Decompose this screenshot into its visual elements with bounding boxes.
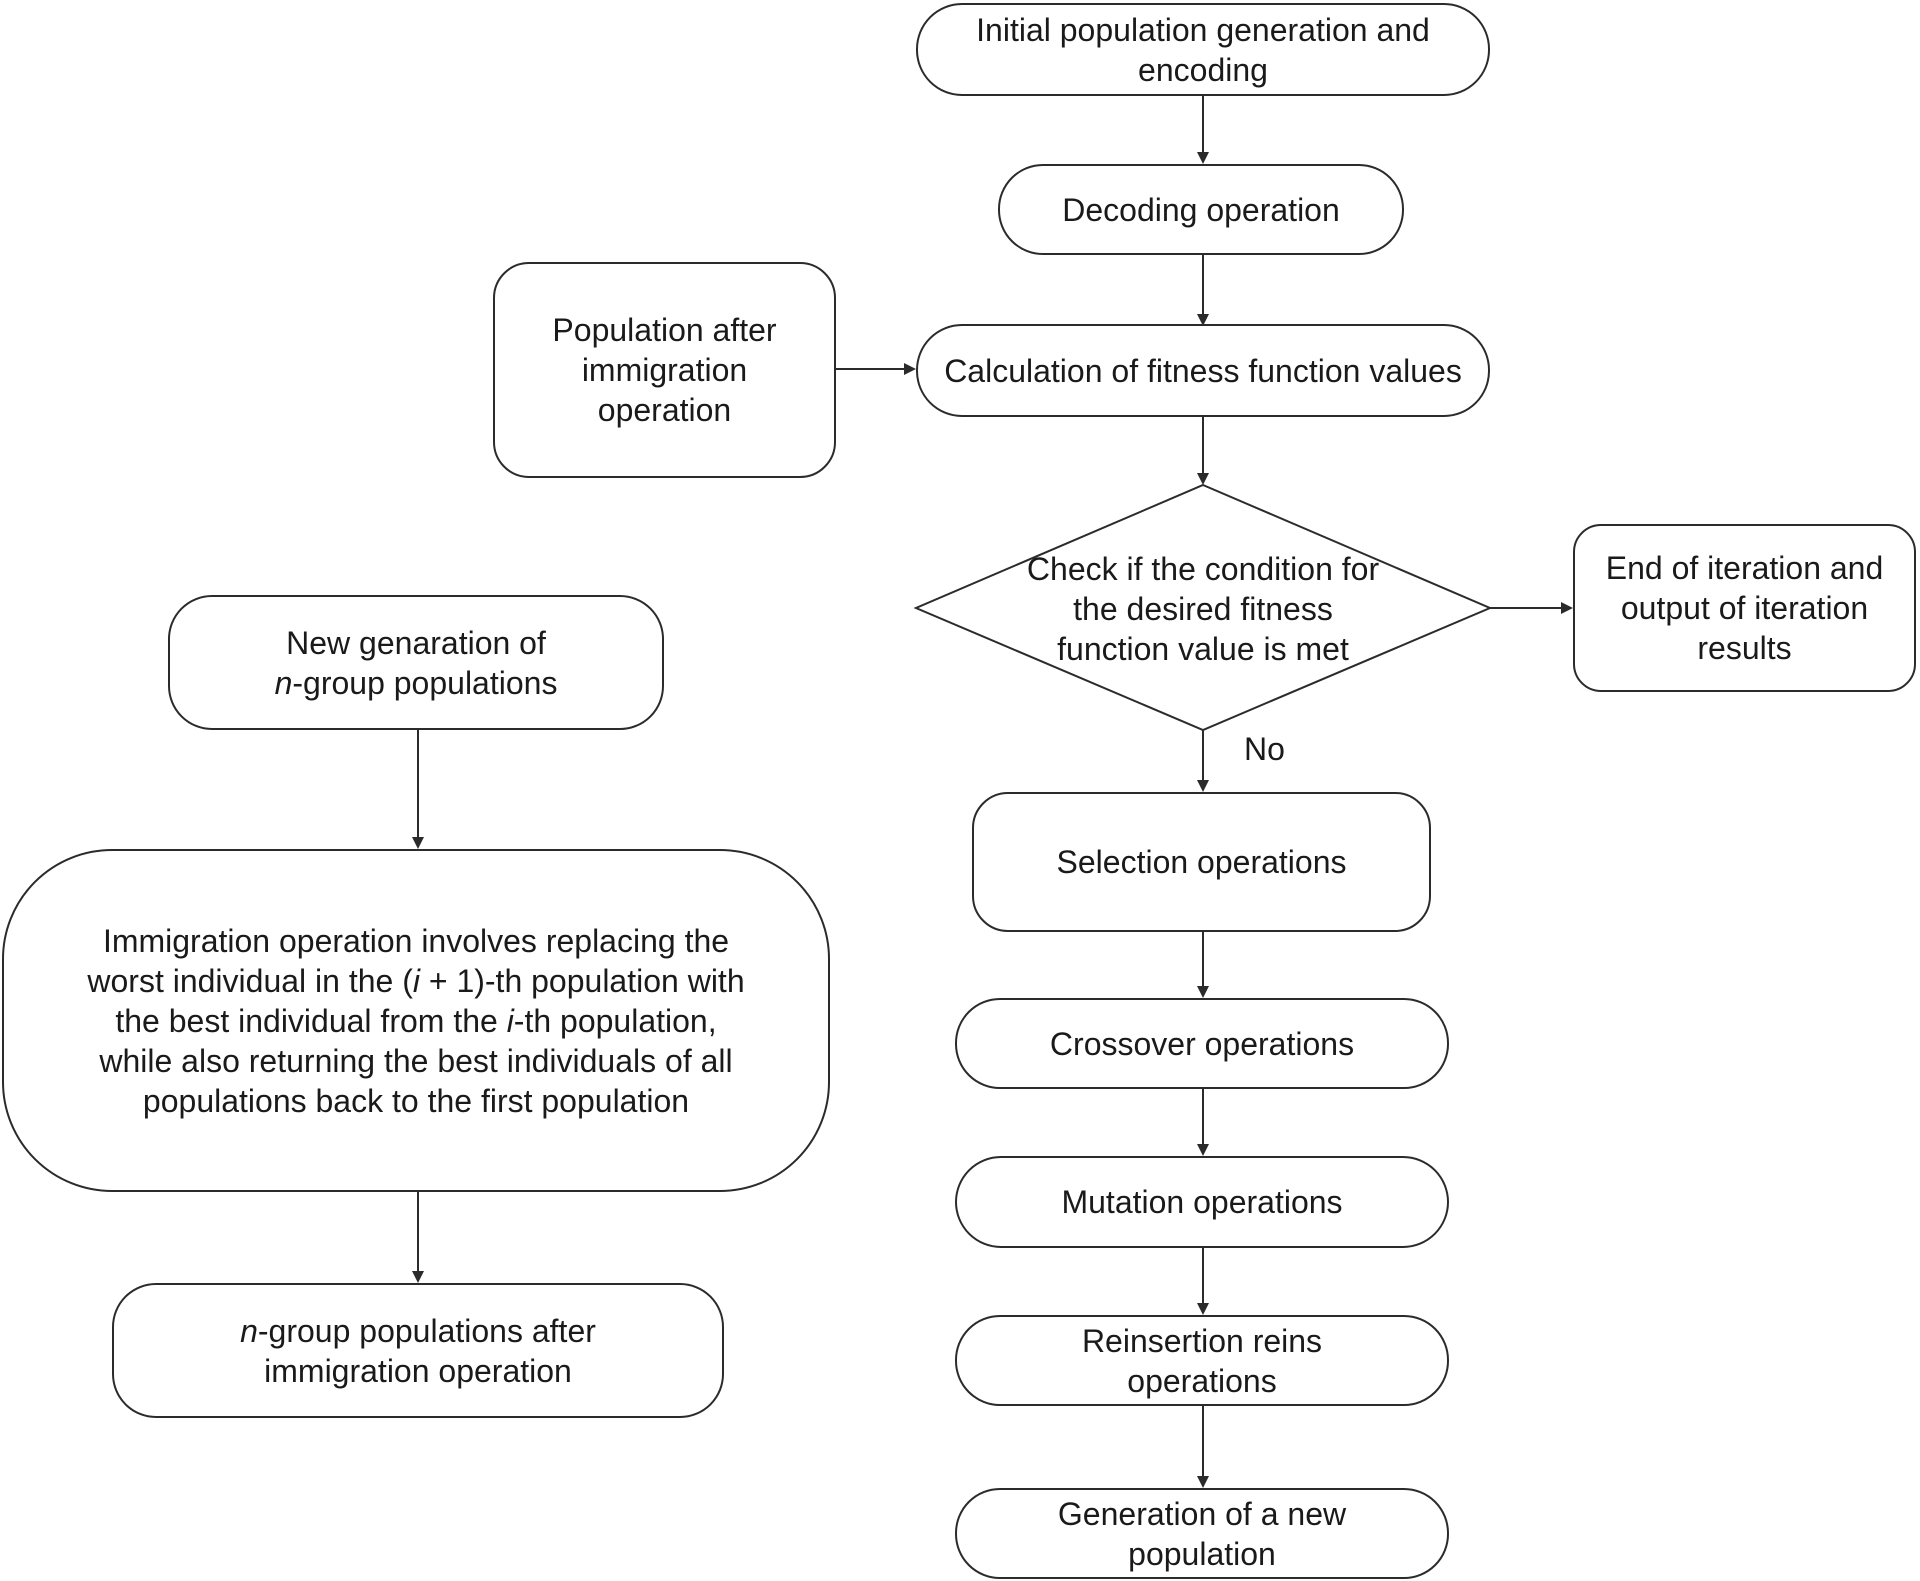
immigration-line3a: the best individual from the xyxy=(115,1002,507,1039)
n-group-after-line2: immigration operation xyxy=(264,1352,572,1389)
node-decoding-label: Decoding operation xyxy=(1062,191,1340,228)
new-generation-rest: -group populations xyxy=(292,664,558,701)
node-fitness-calculation: Calculation of fitness function values xyxy=(916,324,1490,417)
immigration-line3b: -th population, xyxy=(513,1002,717,1039)
node-new-generation: New genaration of n-group populations xyxy=(168,595,664,730)
decision-label: Check if the condition for the desired f… xyxy=(1016,550,1390,668)
node-end-of-iteration-label: End of iteration and output of iteration… xyxy=(1605,550,1884,666)
immigration-line3-italic-i: i xyxy=(506,1002,514,1039)
node-n-group-after-immigration-label: n-group populations after immigration op… xyxy=(240,1311,596,1391)
immigration-line2a: worst individual in the ( xyxy=(87,962,413,999)
node-initial-population: Initial population generation and encodi… xyxy=(916,3,1490,96)
immigration-line4: while also returning the best individual… xyxy=(99,1042,733,1079)
n-group-after-italic-n: n xyxy=(240,1312,258,1349)
node-selection-label: Selection operations xyxy=(1056,844,1347,880)
node-new-population: Generation of a new population xyxy=(955,1488,1449,1579)
immigration-line5: populations back to the first population xyxy=(142,1082,690,1119)
n-group-after-rest: -group populations after xyxy=(257,1312,596,1349)
node-fitness-calculation-label: Calculation of fitness function values xyxy=(944,352,1462,389)
node-population-after-immigration: Population after immigration operation xyxy=(493,262,836,478)
immigration-line2-italic-i: i xyxy=(412,962,420,999)
node-initial-population-label: Initial population generation and encodi… xyxy=(976,11,1430,88)
node-end-of-iteration: End of iteration and output of iteration… xyxy=(1573,524,1916,692)
node-n-group-after-immigration: n-group populations after immigration op… xyxy=(112,1283,724,1418)
decision-label-text: Check if the condition for the desired f… xyxy=(1026,551,1380,667)
edge-label-no-text: No xyxy=(1244,731,1285,767)
node-selection: Selection operations xyxy=(972,792,1431,932)
node-crossover-label: Crossover operations xyxy=(1049,1025,1355,1062)
node-reinsertion-label: Reinsertion reins operations xyxy=(1081,1322,1323,1399)
node-new-population-label: Generation of a new population xyxy=(1057,1495,1347,1572)
node-population-after-immigration-label: Population after immigration operation xyxy=(552,312,777,428)
node-new-generation-label: New genaration of n-group populations xyxy=(275,623,558,703)
node-mutation: Mutation operations xyxy=(955,1156,1449,1248)
immigration-line1: Immigration operation involves replacing… xyxy=(102,922,730,959)
new-generation-line1: New genaration of xyxy=(286,624,546,661)
node-crossover: Crossover operations xyxy=(955,998,1449,1089)
node-immigration-operation: Immigration operation involves replacing… xyxy=(2,849,830,1192)
node-reinsertion: Reinsertion reins operations xyxy=(955,1315,1449,1406)
node-immigration-operation-label: Immigration operation involves replacing… xyxy=(87,921,744,1121)
edge-label-no: No xyxy=(1244,733,1285,765)
node-mutation-label: Mutation operations xyxy=(1061,1184,1343,1220)
immigration-line2b: + 1)-th population with xyxy=(419,962,745,999)
new-generation-italic-n: n xyxy=(274,664,293,701)
node-decoding: Decoding operation xyxy=(998,164,1404,255)
